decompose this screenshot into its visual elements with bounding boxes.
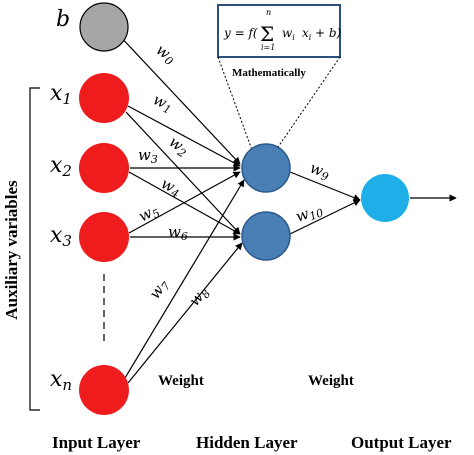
bias-node bbox=[79, 2, 129, 52]
formula-term-sub: i bbox=[292, 33, 295, 42]
connection-b-h1 bbox=[116, 32, 241, 165]
sum-sign-icon: Σ bbox=[260, 22, 274, 46]
weight-caption-hidden-output: Weight bbox=[308, 373, 354, 389]
svg-text:xi: xi bbox=[302, 26, 312, 42]
svg-text:y = f(: y = f( bbox=[223, 26, 258, 40]
input-label-x3: x3 bbox=[50, 223, 72, 250]
hidden-node-2 bbox=[241, 211, 291, 261]
input-node-xn bbox=[79, 365, 129, 415]
weight-label-w2: w2 bbox=[165, 133, 193, 161]
connection-h1-out bbox=[289, 171, 361, 201]
input-bracket bbox=[29, 87, 40, 411]
weight-label-w5: w5 bbox=[135, 200, 162, 227]
connection-x1-h2 bbox=[125, 111, 241, 235]
input-node-x1 bbox=[79, 73, 129, 123]
connection-xn-h2 bbox=[127, 242, 243, 384]
formula-var: x bbox=[302, 26, 309, 40]
input-node-x2 bbox=[79, 143, 129, 193]
weight-label-w7: w7 bbox=[146, 276, 174, 304]
connections bbox=[116, 32, 457, 384]
formula-term: w bbox=[282, 26, 293, 40]
layer-title-hidden: Hidden Layer bbox=[196, 433, 298, 452]
output-node bbox=[361, 174, 409, 222]
formula-pointer-left bbox=[217, 56, 253, 151]
formula-pointer-right bbox=[275, 56, 341, 151]
formula-var-sub: i bbox=[309, 33, 312, 42]
weight-label-w3: w3 bbox=[138, 146, 158, 166]
formula-box bbox=[217, 4, 341, 58]
input-label-x1: x1 bbox=[50, 81, 72, 108]
connection-h2-out bbox=[289, 199, 361, 235]
bias-label: b bbox=[56, 7, 70, 32]
weight-label-w4: w4 bbox=[157, 174, 183, 201]
layer-title-output: Output Layer bbox=[351, 433, 452, 452]
formula-lhs: y = f( bbox=[223, 26, 258, 40]
formula-sum-top: n bbox=[266, 8, 271, 17]
connection-x3-h1 bbox=[128, 171, 241, 234]
weight-label-w1: w1 bbox=[149, 90, 175, 117]
weight-label-w10: w10 bbox=[293, 200, 325, 228]
formula-rhs: + b) bbox=[315, 26, 342, 40]
weight-caption-input-hidden: Weight bbox=[158, 373, 204, 389]
formula-caption: Mathematically bbox=[232, 67, 306, 79]
input-label-xn: xn bbox=[50, 367, 72, 394]
side-label: Auxiliary variables bbox=[2, 180, 21, 320]
weight-label-w0: w0 bbox=[152, 41, 180, 69]
weight-label-w9: w9 bbox=[307, 159, 332, 184]
connection-x1-h1 bbox=[127, 105, 241, 167]
svg-text:wi: wi bbox=[282, 26, 295, 42]
formula: y = f( Σ n i=1 wi xi + b) bbox=[223, 8, 342, 52]
formula-sum-bottom: i=1 bbox=[261, 43, 275, 52]
input-node-x3 bbox=[79, 212, 129, 262]
weight-label-w6: w6 bbox=[168, 223, 188, 243]
hidden-node-1 bbox=[241, 143, 291, 193]
layer-title-input: Input Layer bbox=[52, 433, 141, 452]
connection-xn-h1 bbox=[124, 179, 245, 379]
input-label-x2: x2 bbox=[50, 153, 72, 180]
